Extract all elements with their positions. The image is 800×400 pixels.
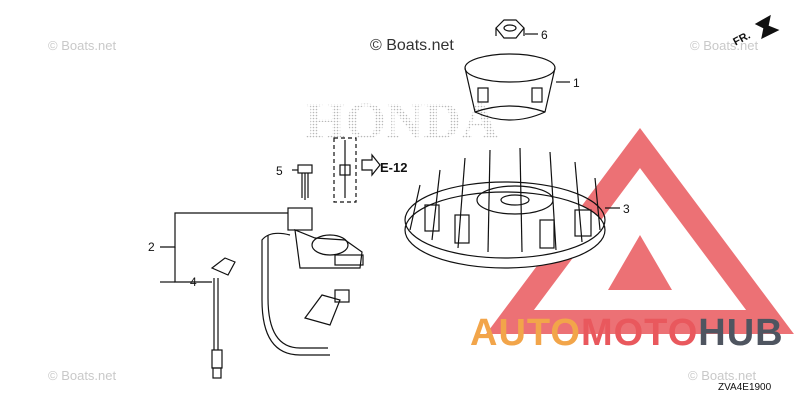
- stop-wire-part-4[interactable]: [210, 257, 236, 379]
- watermark-top-right: © Boats.net: [690, 38, 759, 53]
- watermark-top-left: © Boats.net: [48, 38, 117, 53]
- stud-bolt[interactable]: [339, 140, 351, 198]
- callout-4[interactable]: 4: [190, 275, 197, 289]
- watermark-bottom-left: © Boats.net: [48, 368, 117, 383]
- reference-arrow: [361, 153, 381, 177]
- brand-part-moto: MOTO: [580, 312, 699, 354]
- watermark-bottom-right: © Boats.net: [688, 368, 757, 383]
- diagram-code: ZVA4E1900: [718, 382, 772, 393]
- starter-cup-part-1[interactable]: [464, 53, 556, 121]
- nut-part-6[interactable]: [495, 19, 525, 39]
- fr-arrow-icon: [754, 14, 780, 40]
- brand-overlay: AUTOMOTOHUB: [470, 312, 784, 355]
- stud-bolt-box: [333, 137, 357, 203]
- callout-2[interactable]: 2: [148, 240, 155, 254]
- ignition-coil-part-2[interactable]: [261, 207, 364, 356]
- callout-1[interactable]: 1: [573, 76, 580, 90]
- brand-part-hub: HUB: [698, 312, 784, 354]
- callout-6[interactable]: 6: [541, 28, 548, 42]
- honda-logo-text: HONDA: [305, 93, 499, 150]
- flywheel-part-3[interactable]: [404, 147, 606, 269]
- watermark-main: © Boats.net: [370, 37, 454, 54]
- callout-5[interactable]: 5: [276, 164, 283, 178]
- bolt-part-5[interactable]: [297, 164, 313, 200]
- brand-part-auto: AUTO: [470, 312, 581, 354]
- spark-plug-cap[interactable]: [304, 289, 350, 326]
- callout-3[interactable]: 3: [623, 202, 630, 216]
- reference-e12[interactable]: E-12: [380, 160, 408, 175]
